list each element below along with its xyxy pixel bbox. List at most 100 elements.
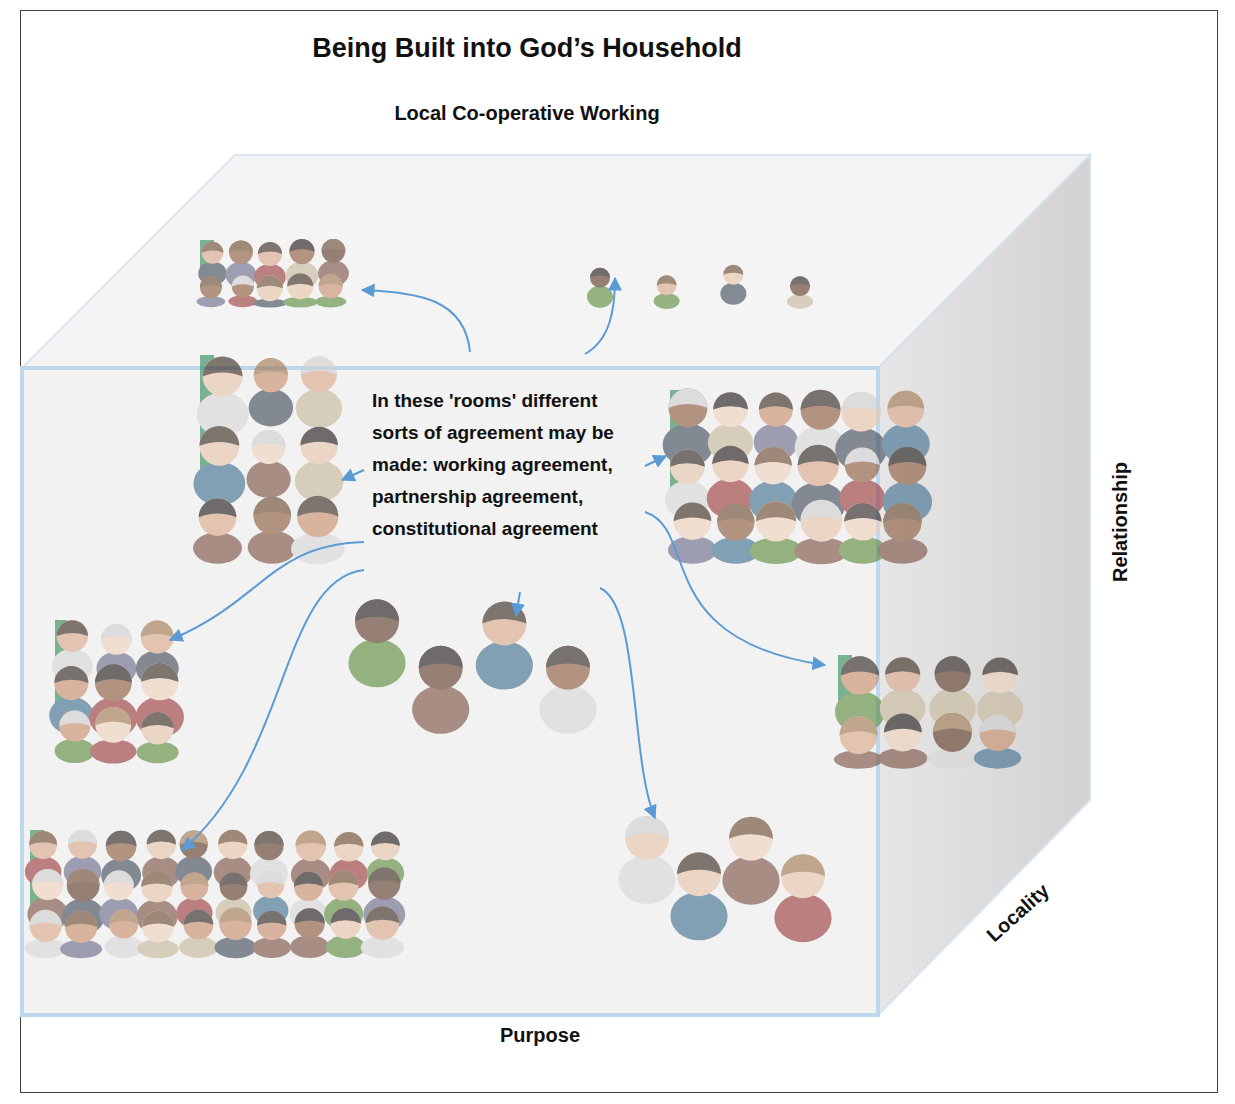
- person-head: [330, 908, 361, 939]
- person-body: [52, 649, 93, 684]
- person-hair: [29, 831, 57, 845]
- person-head: [104, 871, 134, 901]
- person-head: [713, 392, 748, 427]
- person-head: [845, 447, 880, 482]
- crowd-photo: [348, 599, 596, 734]
- arrow: [342, 470, 364, 480]
- person-hair: [254, 358, 288, 375]
- person-head: [933, 713, 972, 752]
- axis-label: Purpose: [500, 1024, 580, 1047]
- person-hair: [218, 830, 247, 845]
- arrow: [362, 290, 470, 352]
- person-hair: [106, 831, 137, 846]
- person-head: [141, 663, 178, 700]
- person-head: [257, 871, 284, 898]
- person-head: [141, 621, 174, 654]
- person-body: [663, 424, 714, 467]
- person-hair: [295, 908, 325, 923]
- outer-frame: [21, 11, 1218, 1093]
- person-body: [248, 531, 297, 564]
- arrow: [516, 592, 520, 616]
- person-body: [136, 741, 178, 763]
- person-hair: [888, 447, 926, 466]
- person-hair: [253, 497, 291, 516]
- person-hair: [756, 501, 796, 521]
- person-head: [887, 391, 924, 428]
- person-head: [258, 242, 282, 266]
- person-body: [193, 532, 242, 563]
- person-head: [287, 273, 313, 299]
- person-head: [590, 268, 610, 288]
- person-hair: [199, 426, 239, 446]
- person-hair: [57, 620, 88, 636]
- person-head: [180, 831, 208, 859]
- person-head: [300, 427, 338, 465]
- person-hair: [319, 274, 343, 286]
- person-hair: [841, 392, 881, 412]
- person-hair: [287, 273, 313, 286]
- person-hair: [141, 871, 173, 887]
- person-body: [179, 937, 218, 958]
- person-body: [290, 935, 329, 958]
- person-body: [670, 892, 727, 940]
- person-hair: [257, 871, 284, 885]
- person-body: [618, 855, 675, 903]
- person-head: [754, 447, 792, 485]
- person-hair: [142, 911, 174, 927]
- person-head: [54, 666, 88, 700]
- person-head: [798, 445, 839, 486]
- person-hair: [754, 447, 792, 466]
- person-hair: [729, 817, 773, 839]
- person-head: [218, 830, 247, 859]
- person-hair: [300, 427, 338, 446]
- person-hair: [657, 275, 677, 285]
- person-head: [232, 275, 254, 297]
- person-head: [368, 867, 400, 899]
- person-head: [935, 656, 971, 692]
- person-head: [668, 389, 707, 428]
- person-hair: [801, 500, 843, 521]
- person-head: [67, 869, 100, 902]
- person-hair: [546, 646, 590, 668]
- person-head: [295, 831, 326, 862]
- person-body: [877, 538, 927, 564]
- person-hair: [258, 242, 282, 254]
- person-head: [979, 715, 1015, 751]
- person-hair: [141, 621, 174, 637]
- person-hair: [590, 268, 610, 278]
- person-hair: [68, 830, 97, 844]
- person-body: [55, 739, 95, 764]
- person-hair: [95, 664, 132, 682]
- person-hair: [790, 276, 810, 286]
- person-hair: [884, 714, 922, 733]
- person-head: [723, 265, 743, 285]
- person-head: [141, 871, 173, 903]
- person-hair: [219, 908, 251, 924]
- person-head: [68, 830, 97, 859]
- person-head: [199, 426, 239, 466]
- person-body: [214, 937, 256, 959]
- person-hair: [59, 711, 90, 727]
- person-hair: [147, 830, 177, 845]
- cube-side-face: [878, 155, 1090, 1015]
- person-hair: [101, 624, 132, 639]
- person-head: [801, 500, 843, 542]
- person-head: [717, 503, 754, 540]
- person-hair: [104, 871, 134, 886]
- subtitle: Local Co-operative Working: [394, 102, 659, 125]
- person-head: [546, 646, 590, 690]
- person-hair: [294, 872, 323, 887]
- axis-label: Relationship: [1109, 462, 1132, 582]
- person-hair: [257, 911, 286, 926]
- cube-front-face: [22, 368, 878, 1015]
- person-body: [326, 936, 366, 958]
- person-head: [219, 908, 251, 940]
- person-hair: [95, 707, 131, 725]
- person-head: [790, 276, 810, 296]
- person-hair: [982, 657, 1018, 675]
- person-head: [729, 817, 773, 861]
- person-head: [322, 239, 346, 263]
- person-hair: [674, 502, 712, 521]
- person-head: [257, 911, 286, 940]
- person-head: [202, 242, 224, 264]
